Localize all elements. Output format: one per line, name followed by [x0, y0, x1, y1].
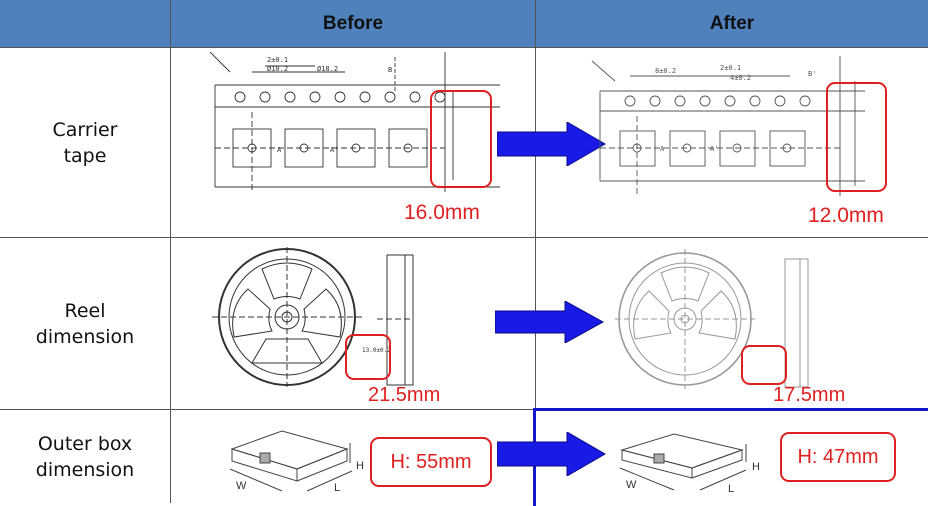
tape-dim-note: 2±0.1: [720, 64, 741, 72]
tape-dim-note: 4±0.2: [730, 74, 751, 82]
box-dim-h: H: [752, 461, 760, 473]
tape-width-highlight-before: [430, 90, 492, 188]
row-label-outer-box-dimension: Outer box dimension: [35, 432, 135, 481]
reel-before-drawing: 13.0±0.2: [212, 247, 414, 387]
reel-after-drawing: [615, 249, 809, 389]
box-dim-w: W: [236, 480, 247, 492]
box-dim-l: L: [728, 483, 734, 495]
row-divider: [0, 409, 928, 410]
column-divider: [170, 0, 171, 503]
tape-dim-note: 2±0.1: [267, 56, 288, 64]
box-dim-w: W: [626, 479, 637, 491]
section-mark-a-prime: A': [330, 146, 338, 154]
tape-width-highlight-after: [826, 82, 887, 192]
header-corner: [0, 0, 170, 47]
row-divider: [0, 237, 928, 238]
reel-width-highlight-before: [345, 334, 391, 380]
section-mark-a-prime: A': [710, 145, 718, 153]
section-mark-a: A: [277, 146, 282, 154]
tape-dim-note: Ø18.2: [317, 65, 338, 73]
reel-width-highlight-after: [741, 345, 787, 385]
reel-dim-note: 13.0±0.2: [362, 347, 391, 354]
outer-box-before-drawing: W L H: [229, 430, 364, 494]
tape-width-after: 12.0mm: [808, 204, 884, 227]
row-label-carrier-tape: Carrier tape: [52, 118, 118, 167]
tape-dim-note: Ø10.2: [267, 65, 288, 73]
arrow-icon: [497, 432, 606, 476]
section-mark-b: B: [388, 66, 392, 74]
row-divider: [0, 47, 928, 48]
reel-width-before: 21.5mm: [368, 384, 441, 406]
box-dim-l: L: [334, 482, 340, 494]
box-height-before: H: 55mm: [370, 437, 492, 487]
box-height-after: H: 47mm: [780, 432, 896, 482]
outer-box-after-drawing: W L H: [619, 433, 760, 495]
box-dim-h: H: [356, 460, 364, 472]
header-after: After: [536, 0, 928, 47]
section-mark-b-prime: B': [808, 70, 816, 78]
arrow-icon: [495, 301, 605, 343]
reel-width-after: 17.5mm: [773, 384, 846, 406]
header-before: Before: [171, 0, 535, 47]
column-divider: [535, 0, 536, 503]
carrier-tape-after-drawing: 8±0.2 2±0.1 4±0.2 A A' B': [591, 56, 865, 196]
carrier-tape-before-drawing: 2±0.1 Ø10.2 Ø18.2 A A' B: [209, 52, 500, 192]
arrow-icon: [497, 122, 606, 166]
section-mark-a: A: [660, 145, 665, 153]
tape-width-before: 16.0mm: [404, 201, 480, 224]
row-label-reel-dimension: Reel dimension: [35, 299, 135, 348]
tape-dim-note: 8±0.2: [655, 67, 676, 75]
